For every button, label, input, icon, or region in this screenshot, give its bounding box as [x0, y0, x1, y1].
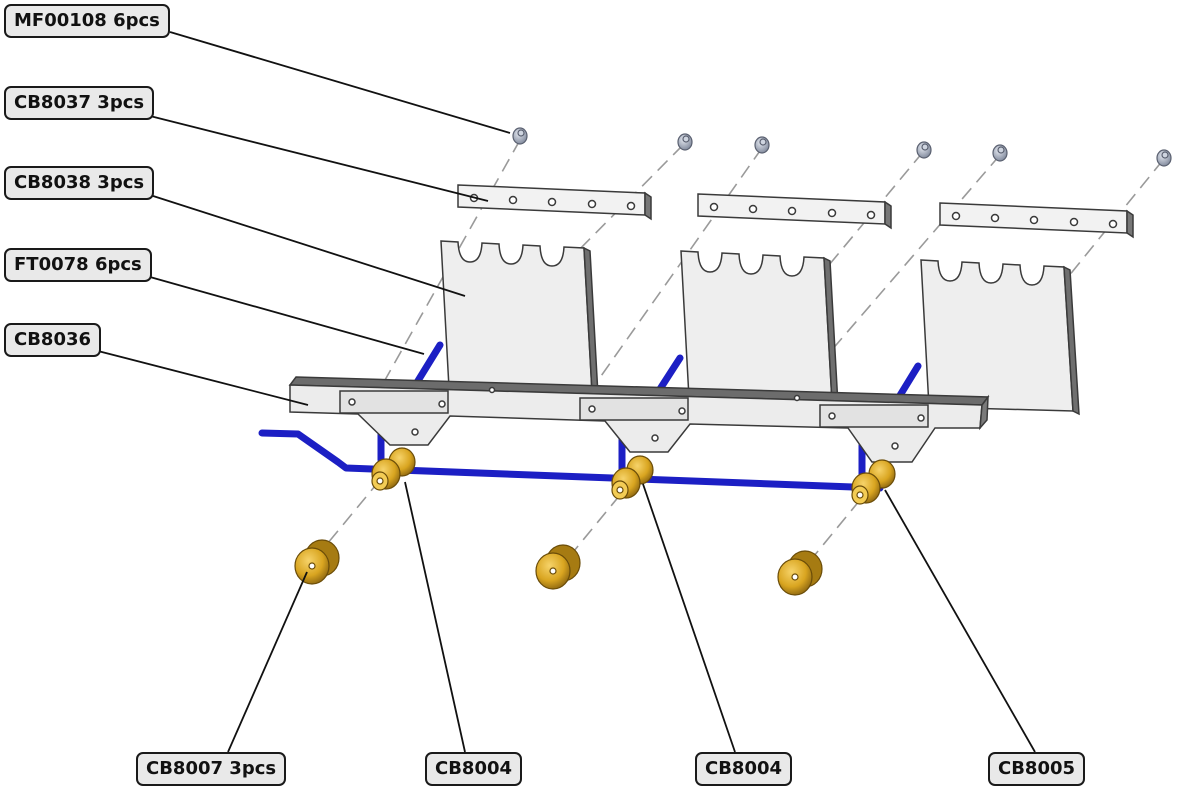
label-cb8036: CB8036 — [4, 323, 102, 357]
label-cb8037: CB8037 3pcs — [4, 86, 155, 120]
nut — [777, 550, 823, 596]
leader-cb8036 — [93, 349, 309, 406]
label-cb8038: CB8038 3pcs — [4, 166, 155, 200]
clamp-strip — [939, 202, 1134, 239]
rail-cb8036 — [288, 376, 990, 463]
clamp-strip — [697, 193, 892, 230]
panels-cb8038 — [440, 240, 1080, 416]
panel — [440, 240, 599, 397]
leader-cb8037 — [149, 115, 489, 202]
nut — [535, 544, 581, 590]
fitting-cb8004-center — [611, 455, 654, 500]
label-mf00108: MF00108 6pcs — [4, 4, 170, 38]
leader-mf00108 — [169, 31, 511, 134]
leader-lines — [93, 31, 1036, 753]
fitting-cb8004-left — [371, 447, 416, 491]
screw — [512, 127, 528, 145]
rail-bracket — [339, 390, 449, 414]
leader-cb8004-left — [404, 481, 466, 753]
screw — [916, 141, 932, 159]
label-cb8004-left: CB8004 — [425, 752, 523, 786]
rail-bracket — [819, 404, 929, 428]
screw — [1156, 149, 1172, 167]
fitting-cb8005 — [851, 459, 896, 505]
leader-cb8007 — [227, 571, 308, 753]
label-ft0078: FT0078 6pcs — [4, 248, 152, 282]
screw — [992, 144, 1008, 162]
clamp-strip — [457, 184, 652, 221]
screw — [677, 133, 693, 151]
rail-bracket — [579, 397, 689, 421]
label-cb8004-center: CB8004 — [695, 752, 793, 786]
clamp-strips-cb8037 — [457, 184, 1134, 239]
panel — [920, 259, 1080, 416]
leader-cb8038 — [149, 194, 466, 297]
leader-cb8005 — [884, 489, 1036, 753]
leader-ft0078 — [149, 276, 425, 355]
nuts-cb8007 — [294, 539, 823, 596]
label-cb8007: CB8007 3pcs — [136, 752, 287, 786]
screws-mf00108 — [512, 127, 1172, 167]
nut — [294, 539, 340, 585]
leader-cb8004-center — [642, 483, 736, 753]
label-cb8005: CB8005 — [988, 752, 1086, 786]
mounted-fittings — [371, 447, 896, 505]
blue-rod — [258, 429, 884, 492]
screw — [754, 136, 770, 154]
panel — [680, 250, 839, 407]
